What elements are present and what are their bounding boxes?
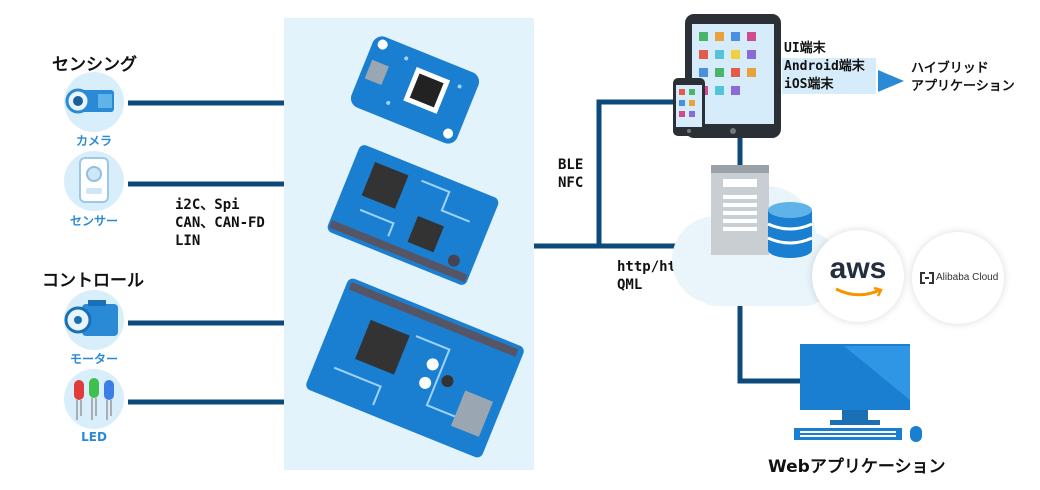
board-large-icon xyxy=(306,278,524,458)
camera-device: カメラ xyxy=(58,72,130,150)
aws-smile-icon xyxy=(835,286,883,297)
arrow-right-icon xyxy=(878,70,904,92)
led-device: LED xyxy=(58,368,130,448)
protocol-nfc: NFC xyxy=(558,175,584,191)
section-title-control: コントロール xyxy=(42,271,144,291)
protocol-ble: BLE xyxy=(558,157,584,173)
terminal-list: UI端末 Android端末 iOS端末 xyxy=(782,40,876,94)
board-small-icon xyxy=(350,36,480,144)
tablet-icon xyxy=(685,14,781,138)
led-icon xyxy=(64,369,124,429)
terminal-ui: UI端末 xyxy=(784,41,826,56)
motor-icon xyxy=(64,290,124,350)
hybrid-line-1: ハイブリッド xyxy=(911,61,989,76)
wireless-protocols: BLE NFC xyxy=(558,156,583,192)
alibaba-text: Alibaba Cloud xyxy=(936,272,999,283)
camera-icon xyxy=(64,72,124,132)
protocol-can: CAN、CAN-FD xyxy=(175,215,265,231)
alibaba-cloud-logo: Alibaba Cloud xyxy=(912,232,1004,324)
web-app-label: Webアプリケーション xyxy=(768,457,946,477)
wired-protocols: i2C、Spi CAN、CAN-FD LIN xyxy=(175,196,265,250)
device-label-camera: カメラ xyxy=(75,134,112,148)
alibaba-mark-icon xyxy=(920,272,934,284)
sensor-device: センサー xyxy=(58,150,130,230)
device-label-sensor: センサー xyxy=(69,214,118,228)
terminal-android: Android端末 xyxy=(782,58,876,76)
protocol-qml: QML xyxy=(617,277,643,293)
device-label-led: LED xyxy=(81,430,107,444)
aws-text: aws xyxy=(829,252,887,285)
section-title-sensing: センシング xyxy=(52,55,137,75)
desktop-computer-icon xyxy=(794,344,922,442)
hybrid-app-label: ハイブリッド アプリケーション xyxy=(911,60,1015,96)
protocol-lin: LIN xyxy=(175,233,201,249)
motor-device: モーター xyxy=(58,290,130,368)
hybrid-line-2: アプリケーション xyxy=(911,79,1015,94)
terminal-ios: iOS端末 xyxy=(782,76,876,94)
board-medium-icon xyxy=(327,145,499,285)
server-icon xyxy=(711,165,769,255)
device-label-motor: モーター xyxy=(69,352,118,366)
database-icon xyxy=(767,202,813,258)
protocol-i2c-spi: i2C、Spi xyxy=(175,197,240,213)
smartphone-icon xyxy=(673,78,705,136)
sensor-icon xyxy=(64,151,124,211)
aws-logo: aws xyxy=(812,230,904,322)
